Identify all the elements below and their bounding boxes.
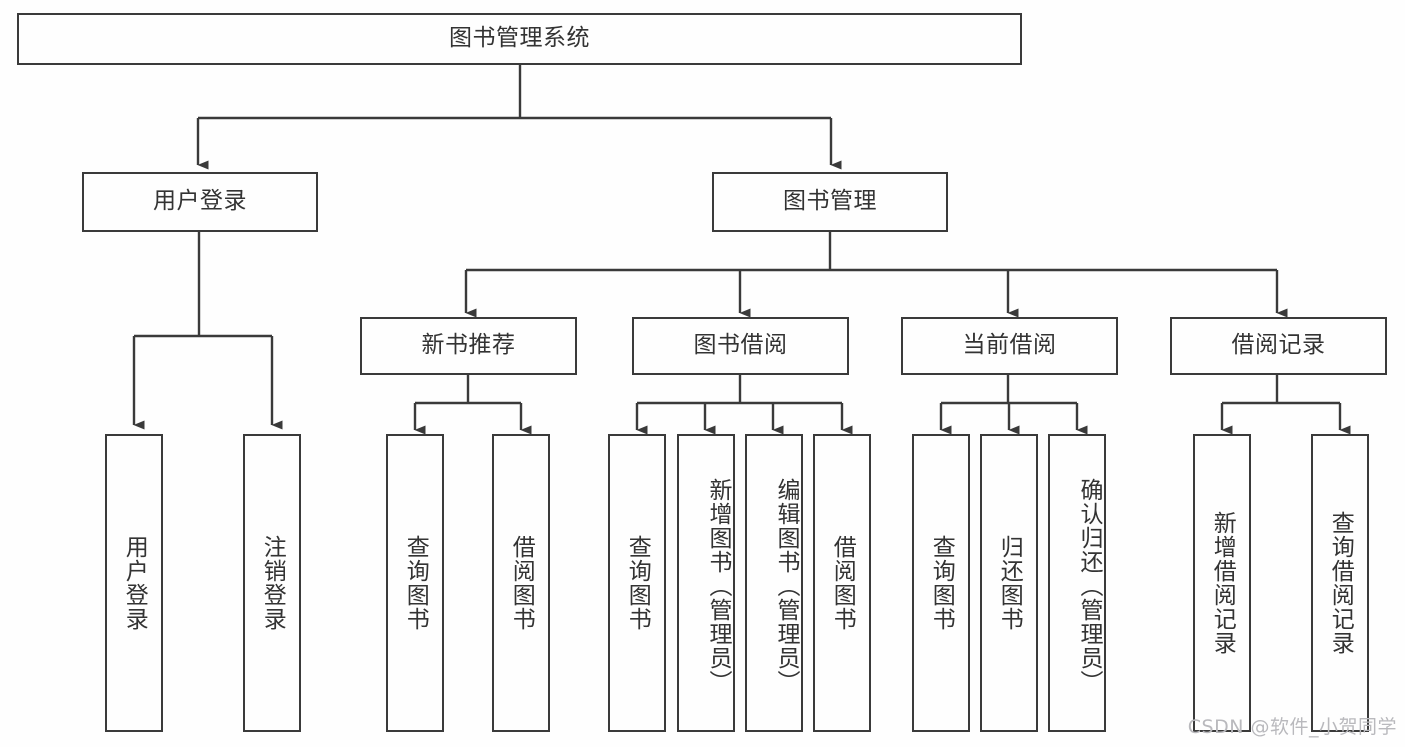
leaf-new-book-borrow-book[interactable]: 借阅图书 bbox=[492, 434, 550, 732]
node-label: 归还图书 bbox=[996, 535, 1023, 631]
node-label: 新增图书（管理员） bbox=[705, 478, 731, 694]
node-borrow-record[interactable]: 借阅记录 bbox=[1170, 317, 1387, 375]
node-current-borrow[interactable]: 当前借阅 bbox=[901, 317, 1118, 375]
node-user-login[interactable]: 用户登录 bbox=[82, 172, 318, 232]
watermark-text: CSDN @软件_小贺同学 bbox=[1187, 716, 1397, 738]
leaf-book-borrow-borrow-book[interactable]: 借阅图书 bbox=[813, 434, 871, 732]
node-label: 查询图书 bbox=[402, 535, 429, 631]
node-label: 图书管理 bbox=[783, 188, 877, 215]
node-new-book-recommend[interactable]: 新书推荐 bbox=[360, 317, 577, 375]
leaf-user-login-logout[interactable]: 注销登录 bbox=[243, 434, 301, 732]
leaf-book-borrow-edit-book-admin[interactable]: 编辑图书（管理员） bbox=[745, 434, 803, 732]
leaf-new-book-query-book[interactable]: 查询图书 bbox=[386, 434, 444, 732]
node-label: 图书借阅 bbox=[693, 332, 788, 359]
leaf-current-borrow-query-book[interactable]: 查询图书 bbox=[912, 434, 970, 732]
leaf-borrow-record-add-record[interactable]: 新增借阅记录 bbox=[1193, 434, 1251, 732]
node-root-book-management-system[interactable]: 图书管理系统 bbox=[17, 13, 1022, 65]
node-label: 新增借阅记录 bbox=[1209, 511, 1236, 655]
leaf-book-borrow-add-book-admin[interactable]: 新增图书（管理员） bbox=[677, 434, 735, 732]
node-label: 当前借阅 bbox=[962, 332, 1057, 359]
node-label: 查询图书 bbox=[624, 535, 651, 631]
node-label: 查询图书 bbox=[928, 535, 955, 631]
node-book-borrow[interactable]: 图书借阅 bbox=[632, 317, 849, 375]
leaf-borrow-record-query-record[interactable]: 查询借阅记录 bbox=[1311, 434, 1369, 732]
leaf-book-borrow-query-book[interactable]: 查询图书 bbox=[608, 434, 666, 732]
node-label: 借阅图书 bbox=[829, 535, 856, 631]
node-label: 确认归还（管理员） bbox=[1076, 478, 1102, 694]
node-label: 注销登录 bbox=[259, 535, 286, 631]
node-label: 查询借阅记录 bbox=[1327, 511, 1354, 655]
node-label: 借阅记录 bbox=[1231, 332, 1326, 359]
node-label: 借阅图书 bbox=[508, 535, 535, 631]
node-book-management[interactable]: 图书管理 bbox=[712, 172, 948, 232]
node-label: 新书推荐 bbox=[421, 332, 516, 359]
node-label: 编辑图书（管理员） bbox=[773, 478, 799, 694]
node-label: 图书管理系统 bbox=[449, 25, 590, 52]
leaf-user-login-login[interactable]: 用户登录 bbox=[105, 434, 163, 732]
leaf-current-borrow-return-book[interactable]: 归还图书 bbox=[980, 434, 1038, 732]
node-label: 用户登录 bbox=[153, 188, 247, 215]
node-label: 用户登录 bbox=[121, 535, 148, 631]
leaf-current-borrow-confirm-return-admin[interactable]: 确认归还（管理员） bbox=[1048, 434, 1106, 732]
